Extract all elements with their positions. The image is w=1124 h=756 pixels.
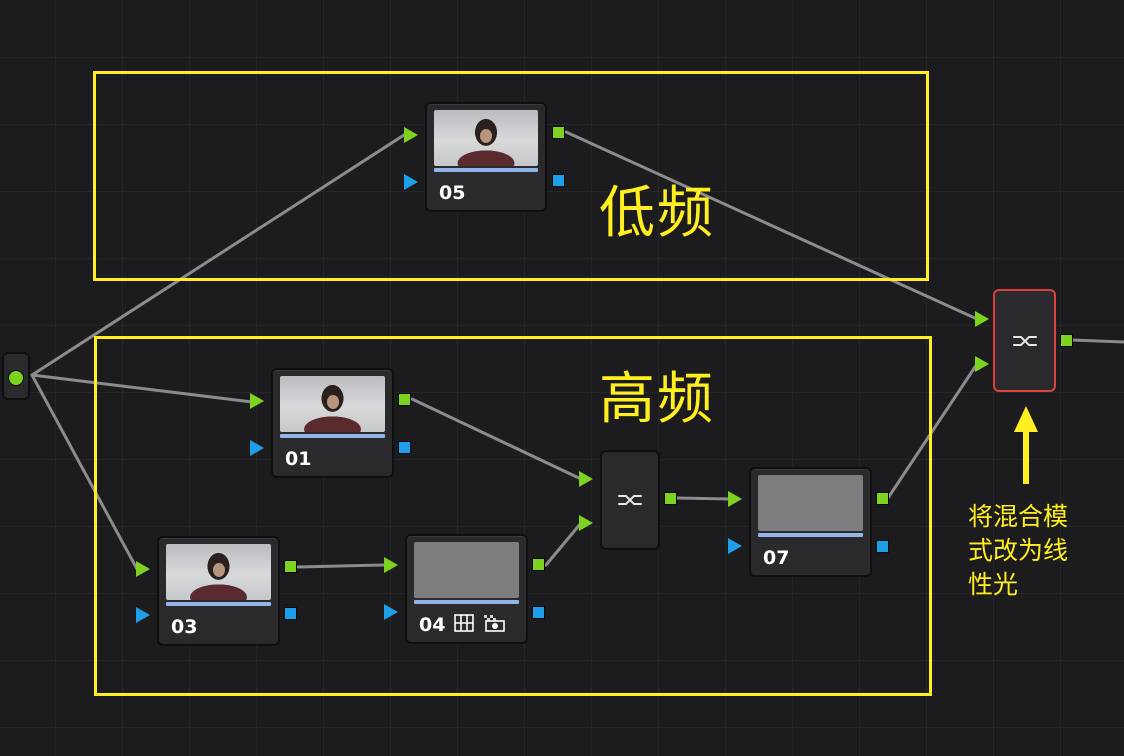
mixer-1-input-port-1[interactable] <box>579 471 593 487</box>
annotation-text: 将混合模 式改为线 性光 <box>968 502 1069 599</box>
layer-mixer-node-selected[interactable] <box>993 289 1056 392</box>
node-01-output-port[interactable] <box>398 393 411 406</box>
annotation-arrow-shaft <box>1023 430 1029 484</box>
node-01[interactable]: 01 <box>271 368 394 478</box>
node-01-label: 01 <box>285 448 312 470</box>
high-frequency-label: 高频 <box>599 367 715 432</box>
node-07-key-input-port[interactable] <box>728 538 742 554</box>
node-03-thumbnail <box>166 544 271 600</box>
node-05-bar <box>434 168 538 172</box>
node-04-tool-icons <box>454 614 509 636</box>
mixer-2-input-port-1[interactable] <box>975 311 989 327</box>
node-05[interactable]: 05 <box>425 102 547 212</box>
mixer-2-output-port[interactable] <box>1060 334 1073 347</box>
low-frequency-label: 低频 <box>599 181 715 246</box>
node-01-key-output-port[interactable] <box>398 441 411 454</box>
node-05-input-port[interactable] <box>404 127 418 143</box>
node-05-key-input-port[interactable] <box>404 174 418 190</box>
node-04-key-output-port[interactable] <box>532 606 545 619</box>
node-05-key-output-port[interactable] <box>552 174 565 187</box>
qualifier-key-icon <box>484 615 505 632</box>
node-03-input-port[interactable] <box>136 561 150 577</box>
node-04-input-port[interactable] <box>384 557 398 573</box>
node-01-input-port[interactable] <box>250 393 264 409</box>
mixer-icon <box>1012 335 1037 346</box>
node-04[interactable]: 04 <box>405 534 528 644</box>
node-03-label: 03 <box>171 616 198 638</box>
wire-04-to-mixer1 <box>544 521 583 567</box>
node-05-thumbnail <box>434 110 538 166</box>
wire-01-to-mixer1 <box>410 397 583 481</box>
mixer-1-output-port[interactable] <box>664 492 677 505</box>
high-frequency-frame <box>94 336 932 696</box>
node-01-key-input-port[interactable] <box>250 440 264 456</box>
wire-03-to-04 <box>296 563 386 569</box>
node-03[interactable]: 03 <box>157 536 280 646</box>
node-04-label: 04 <box>419 614 446 636</box>
node-07-label: 07 <box>763 547 790 569</box>
node-05-output-port[interactable] <box>552 126 565 139</box>
node-07-thumbnail <box>758 475 863 531</box>
wire-source-to-05 <box>30 133 406 377</box>
node-07-key-output-port[interactable] <box>876 540 889 553</box>
wire-mixer1-to-07 <box>675 496 732 501</box>
node-04-bar <box>414 600 519 604</box>
window-grid-icon <box>454 614 474 632</box>
node-03-bar <box>166 602 271 606</box>
node-04-key-input-port[interactable] <box>384 604 398 620</box>
source-input-node[interactable] <box>2 352 30 400</box>
node-07-input-port[interactable] <box>728 491 742 507</box>
mixer-icon <box>618 495 642 505</box>
mixer-2-input-port-2[interactable] <box>975 356 989 372</box>
node-03-output-port[interactable] <box>284 560 297 573</box>
node-01-thumbnail <box>280 376 385 432</box>
low-frequency-frame <box>93 71 929 281</box>
wire-05-to-mixer2 <box>564 130 979 321</box>
wire-source-to-03 <box>30 373 139 571</box>
node-04-thumbnail <box>414 542 519 598</box>
node-07-output-port[interactable] <box>876 492 889 505</box>
node-03-key-input-port[interactable] <box>136 607 150 623</box>
layer-mixer-node[interactable] <box>600 450 660 550</box>
wire-07-to-mixer2 <box>886 362 979 500</box>
annotation-arrow-head <box>1014 406 1038 432</box>
node-07[interactable]: 07 <box>749 467 872 577</box>
wire-mixer2-output <box>1070 338 1124 344</box>
node-01-bar <box>280 434 385 438</box>
node-07-bar <box>758 533 863 537</box>
node-04-output-port[interactable] <box>532 558 545 571</box>
wire-source-to-01 <box>30 373 254 404</box>
node-03-key-output-port[interactable] <box>284 607 297 620</box>
node-05-label: 05 <box>439 182 466 204</box>
mixer-1-input-port-2[interactable] <box>579 515 593 531</box>
source-output-port[interactable] <box>8 370 24 386</box>
